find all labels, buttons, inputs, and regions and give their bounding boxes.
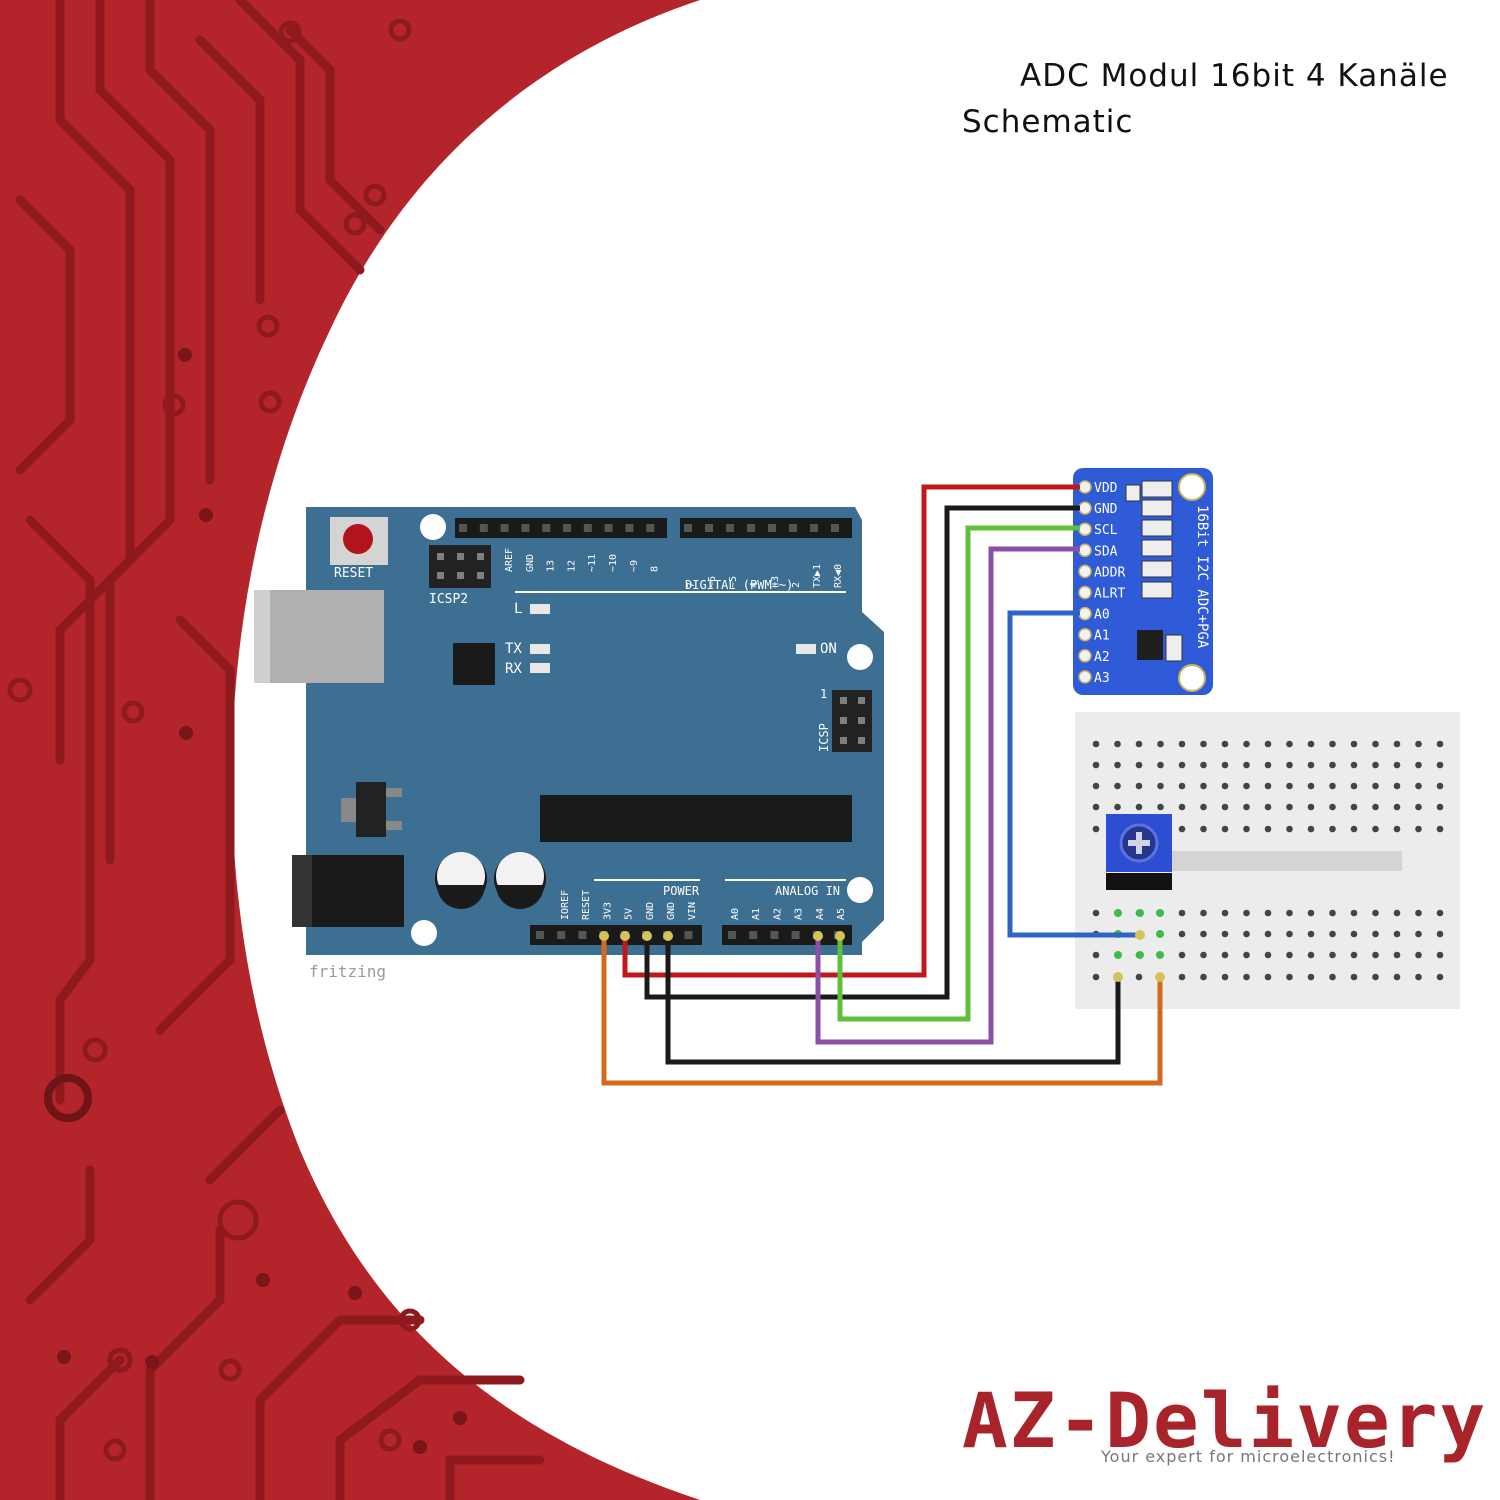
digital-pin-label: 2 bbox=[791, 582, 802, 588]
wire-ends bbox=[599, 930, 1165, 982]
adc-pin-label: A2 bbox=[1094, 650, 1110, 665]
digital-pin-label: 12 bbox=[566, 560, 577, 572]
adc-module-label: 16Bit I2C ADC+PGA bbox=[1194, 505, 1210, 649]
digital-pin-label: 8 bbox=[650, 566, 661, 572]
analog-pin-label: A0 bbox=[730, 908, 741, 920]
adc-pin-pad bbox=[1078, 627, 1092, 642]
reset-label: RESET bbox=[334, 566, 373, 581]
wire-a0-pot bbox=[1007, 610, 1140, 938]
adc-pin-pad bbox=[1078, 585, 1092, 600]
adc-pin-label: A0 bbox=[1094, 608, 1110, 623]
wires bbox=[601, 484, 1163, 1086]
digital-pin-label: ~11 bbox=[587, 554, 598, 572]
analog-pin-label: A2 bbox=[772, 908, 783, 920]
icsp2-label: ICSP2 bbox=[429, 592, 468, 607]
adc-pin-pad bbox=[1078, 543, 1092, 558]
wire-scl-a5 bbox=[837, 525, 1080, 1022]
digital-pin-label: TX▶1 bbox=[812, 564, 823, 588]
adc-pin-label: VDD bbox=[1094, 481, 1118, 496]
analog-pin-label: A3 bbox=[794, 908, 805, 920]
brand-logo-text: AZ-Delivery bbox=[962, 1376, 1487, 1465]
power-pin-label: GND bbox=[645, 902, 656, 920]
adc-pin-pad bbox=[1078, 670, 1092, 684]
power-pin-label: RESET bbox=[581, 890, 592, 920]
icsp-pin1-label: 1 bbox=[820, 687, 827, 701]
page-title: ADC Modul 16bit 4 Kanäle bbox=[1020, 58, 1449, 94]
adc-pin-label: SDA bbox=[1094, 544, 1118, 559]
adc-pin-pad bbox=[1078, 649, 1092, 663]
digital-pin-label: GND bbox=[525, 554, 536, 572]
led-l-label: L bbox=[514, 601, 522, 617]
analog-pin-label: A5 bbox=[836, 908, 847, 920]
arduino-board bbox=[254, 507, 884, 955]
adc-pin-label: GND bbox=[1094, 502, 1118, 517]
digital-pin-label: ~5 bbox=[728, 576, 739, 588]
adc-pin-label: SCL bbox=[1094, 523, 1118, 538]
wire-vdd-5v bbox=[622, 484, 1080, 978]
digital-pin-label: 13 bbox=[546, 560, 557, 572]
power-label: POWER bbox=[663, 884, 700, 898]
wire-gnd-pot bbox=[665, 936, 1121, 1065]
digital-pin-label: 7 bbox=[686, 582, 697, 588]
potentiometer bbox=[1106, 814, 1172, 890]
led-on-label: ON bbox=[820, 641, 837, 657]
led-tx-label: TX bbox=[505, 641, 522, 657]
analog-in-label: ANALOG IN bbox=[775, 884, 840, 898]
digital-pin-label: ~10 bbox=[608, 554, 619, 572]
digital-pin-label: 4 bbox=[749, 582, 760, 588]
power-pin-label: VIN bbox=[687, 902, 698, 920]
adc-module: 16Bit I2C ADC+PGA bbox=[1073, 468, 1213, 695]
led-rx-label: RX bbox=[505, 661, 522, 677]
analog-pin-label: A1 bbox=[751, 908, 762, 920]
power-pin-label: IOREF bbox=[560, 890, 571, 920]
digital-pin-label: AREF bbox=[504, 548, 515, 572]
adc-pin-pad bbox=[1078, 606, 1092, 621]
digital-pin-label: ~6 bbox=[707, 576, 718, 588]
wire-gnd-gnd bbox=[644, 505, 1080, 1000]
power-pin-label: 5V bbox=[624, 908, 635, 920]
brand-tagline: Your expert for microelectronics! bbox=[1100, 1447, 1396, 1466]
power-pin-label: 3V3 bbox=[602, 902, 613, 920]
analog-pin-label: A4 bbox=[815, 908, 826, 920]
digital-pin-label: ~3 bbox=[770, 576, 781, 588]
digital-pin-label: ~9 bbox=[629, 560, 640, 572]
page-subtitle: Schematic bbox=[962, 104, 1134, 140]
adc-pin-label: A1 bbox=[1094, 629, 1110, 644]
digital-pin-label: RX◀0 bbox=[833, 564, 844, 588]
fritzing-label: fritzing bbox=[309, 962, 386, 981]
adc-pin-label: ALRT bbox=[1094, 587, 1125, 602]
az-delivery-logo: AZ-Delivery Your expert for microelectro… bbox=[962, 1376, 1487, 1466]
icsp-label: ICSP bbox=[817, 723, 831, 752]
adc-pin-pad bbox=[1078, 501, 1092, 515]
adc-pin-pad bbox=[1078, 480, 1092, 494]
power-pin-label: GND bbox=[666, 902, 677, 920]
adc-pin-label: ADDR bbox=[1094, 565, 1125, 580]
wire-sda-a4 bbox=[815, 546, 1080, 1045]
adc-pin-pad bbox=[1078, 564, 1092, 579]
wire-3v3-pot bbox=[601, 936, 1163, 1086]
digital-label: DIGITAL (PWM=~) bbox=[685, 578, 793, 592]
adc-pin-pad bbox=[1078, 522, 1092, 536]
adc-pin-label: A3 bbox=[1094, 671, 1110, 686]
red-circuit-background bbox=[0, 0, 700, 1500]
